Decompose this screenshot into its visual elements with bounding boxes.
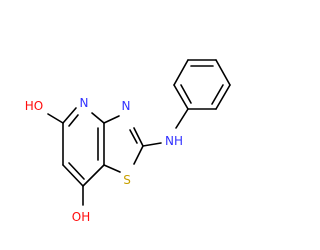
bond bbox=[175, 108, 189, 129]
hydroxyl-5-label: HO bbox=[25, 99, 43, 113]
bond bbox=[215, 84, 231, 110]
bond bbox=[173, 59, 189, 86]
bond-double-inner bbox=[180, 84, 192, 104]
bond bbox=[62, 164, 84, 187]
pyridine-nitrogen-label: N bbox=[80, 96, 89, 110]
pyridine-ring bbox=[62, 107, 105, 187]
thiazole-ring bbox=[103, 115, 144, 173]
bond-double-inner bbox=[68, 114, 79, 127]
bond bbox=[215, 59, 231, 86]
bond bbox=[62, 107, 77, 124]
bond-double-inner bbox=[68, 162, 85, 180]
sulfur-label: S bbox=[123, 173, 131, 187]
bond-double-inner bbox=[129, 129, 138, 144]
phenyl-ring bbox=[173, 59, 231, 110]
molecule-canvas: N N S NH HO OH bbox=[24, 59, 231, 224]
bond bbox=[82, 164, 105, 187]
structure-diagram: N N S NH HO OH bbox=[25, 59, 231, 224]
hydroxyl-7-label: OH bbox=[72, 210, 90, 224]
bond-double-inner bbox=[211, 84, 224, 105]
amine-label: NH bbox=[165, 134, 183, 148]
bond bbox=[103, 115, 120, 124]
bond bbox=[133, 145, 144, 165]
bond bbox=[103, 164, 121, 173]
thiazole-nitrogen-label: N bbox=[122, 99, 131, 113]
bond bbox=[91, 112, 105, 124]
bond bbox=[47, 113, 64, 124]
bond bbox=[133, 127, 144, 147]
bond bbox=[142, 142, 162, 147]
bond bbox=[173, 84, 189, 110]
